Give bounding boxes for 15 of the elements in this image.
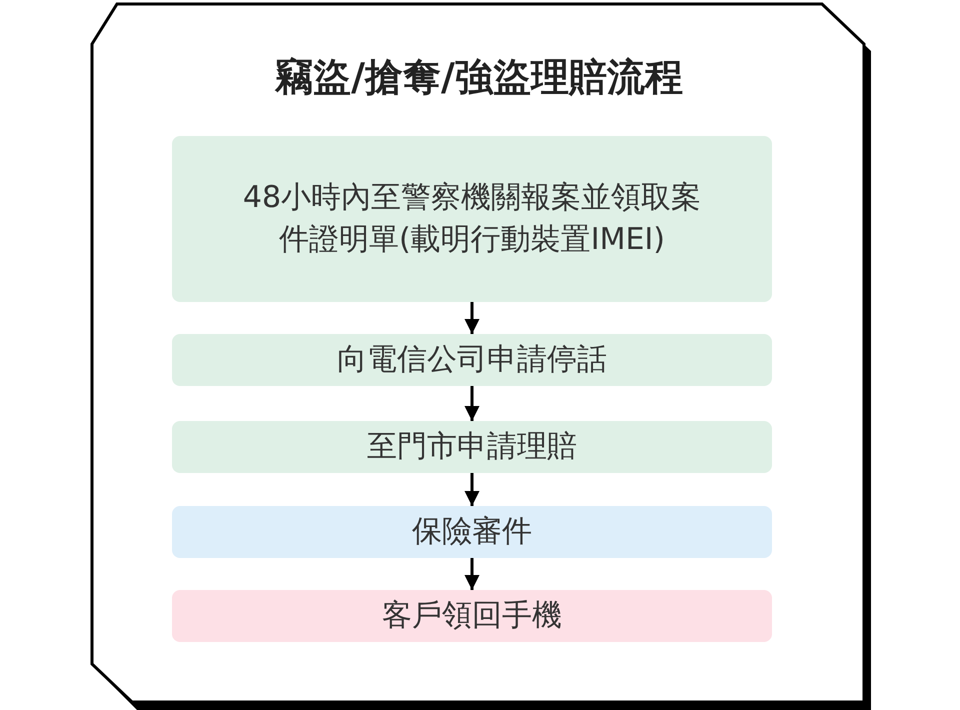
step-text: 48小時內至警察機關報案並領取案件證明單(載明行動裝置IMEI) (242, 179, 702, 259)
diagram-title: 竊盜/搶奪/強盜理賠流程 (275, 55, 683, 99)
step-text: 向電信公司申請停話 (337, 341, 607, 379)
step-text: 客戶領回手機 (382, 597, 562, 635)
arrow (464, 386, 480, 421)
arrow (464, 473, 480, 506)
process-box (172, 506, 772, 558)
step-text: 至門市申請理賠 (367, 428, 577, 466)
process-box (172, 136, 772, 302)
process-box (172, 590, 772, 642)
process-box (172, 334, 772, 386)
step-text: 保險審件 (412, 513, 532, 551)
process-box (172, 421, 772, 473)
arrow (464, 302, 480, 334)
arrow (464, 558, 480, 590)
